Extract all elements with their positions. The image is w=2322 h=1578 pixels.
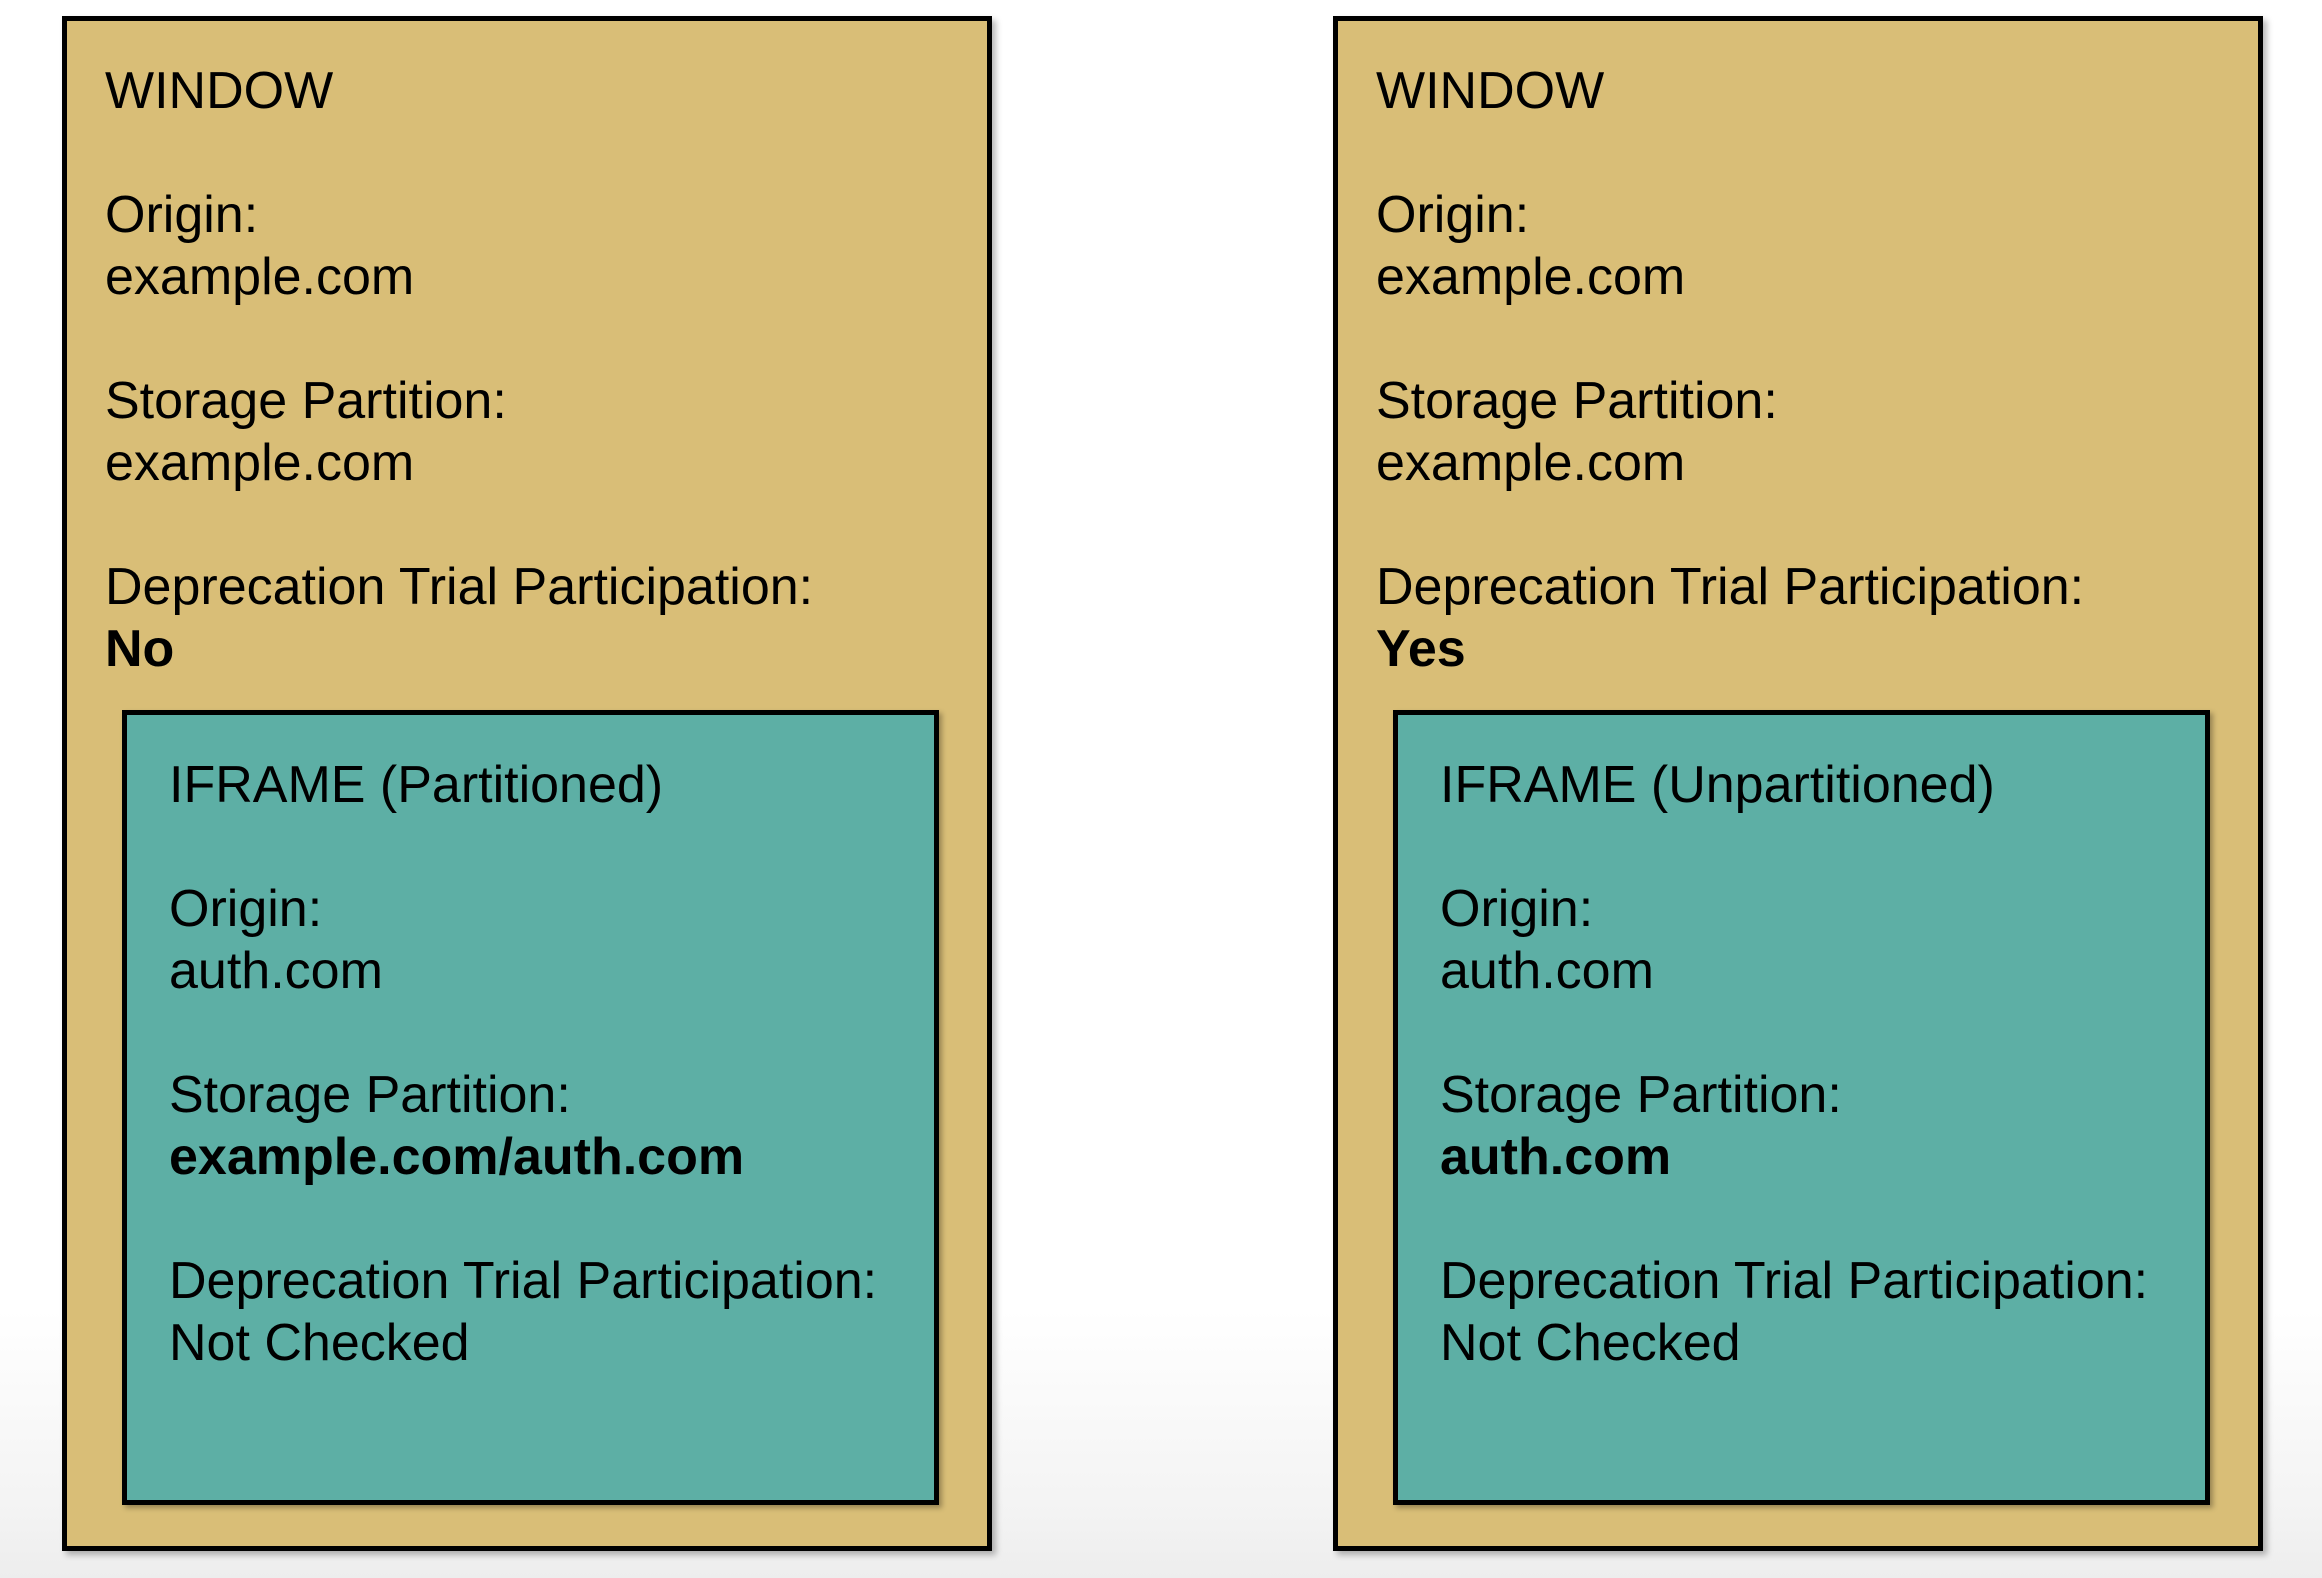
iframe-box-partitioned: IFRAME (Partitioned) Origin: auth.com St… <box>122 710 939 1505</box>
field-label: Origin: <box>1440 880 1594 938</box>
field-label: Storage Partition: <box>1376 372 1778 430</box>
field-value: Yes <box>1376 620 1466 678</box>
iframe-box-unpartitioned: IFRAME (Unpartitioned) Origin: auth.com … <box>1393 710 2210 1505</box>
field-storage-partition: Storage Partition: example.com <box>105 370 953 494</box>
field-value: auth.com <box>1440 1128 1672 1186</box>
field-label: Storage Partition: <box>169 1066 571 1124</box>
field-label: Origin: <box>1376 186 1530 244</box>
window-title: WINDOW <box>105 62 334 120</box>
field-deprecation-trial: Deprecation Trial Participation: No <box>105 556 953 680</box>
field-value: example.com <box>105 434 415 492</box>
field-storage-partition: Storage Partition: example.com <box>1376 370 2224 494</box>
field-label: Deprecation Trial Participation: <box>169 1252 878 1310</box>
iframe-title: IFRAME (Partitioned) <box>169 756 664 814</box>
field-label: Storage Partition: <box>105 372 507 430</box>
window-box-left: WINDOW Origin: example.com Storage Parti… <box>62 16 992 1551</box>
field-label: Deprecation Trial Participation: <box>105 558 814 616</box>
field-label: Origin: <box>169 880 323 938</box>
field-value: auth.com <box>169 942 383 1000</box>
field-deprecation-trial: Deprecation Trial Participation: Yes <box>1376 556 2224 680</box>
iframe-title: IFRAME (Unpartitioned) <box>1440 756 1995 814</box>
field-storage-partition: Storage Partition: auth.com <box>1440 1064 2177 1188</box>
field-origin: Origin: auth.com <box>169 878 906 1002</box>
window-box-right: WINDOW Origin: example.com Storage Parti… <box>1333 16 2263 1551</box>
field-deprecation-trial: Deprecation Trial Participation: Not Che… <box>169 1250 906 1374</box>
field-label: Origin: <box>105 186 259 244</box>
field-value: example.com <box>1376 434 1686 492</box>
field-value: example.com <box>1376 248 1686 306</box>
field-value: Not Checked <box>1440 1314 1741 1372</box>
field-value: No <box>105 620 175 678</box>
window-title: WINDOW <box>1376 62 1605 120</box>
field-label: Deprecation Trial Participation: <box>1376 558 2085 616</box>
field-label: Deprecation Trial Participation: <box>1440 1252 2149 1310</box>
field-origin: Origin: auth.com <box>1440 878 2177 1002</box>
field-value: example.com/auth.com <box>169 1128 745 1186</box>
field-value: Not Checked <box>169 1314 470 1372</box>
field-value: example.com <box>105 248 415 306</box>
field-deprecation-trial: Deprecation Trial Participation: Not Che… <box>1440 1250 2177 1374</box>
field-origin: Origin: example.com <box>105 184 953 308</box>
field-label: Storage Partition: <box>1440 1066 1842 1124</box>
field-value: auth.com <box>1440 942 1654 1000</box>
field-storage-partition: Storage Partition: example.com/auth.com <box>169 1064 906 1188</box>
field-origin: Origin: example.com <box>1376 184 2224 308</box>
